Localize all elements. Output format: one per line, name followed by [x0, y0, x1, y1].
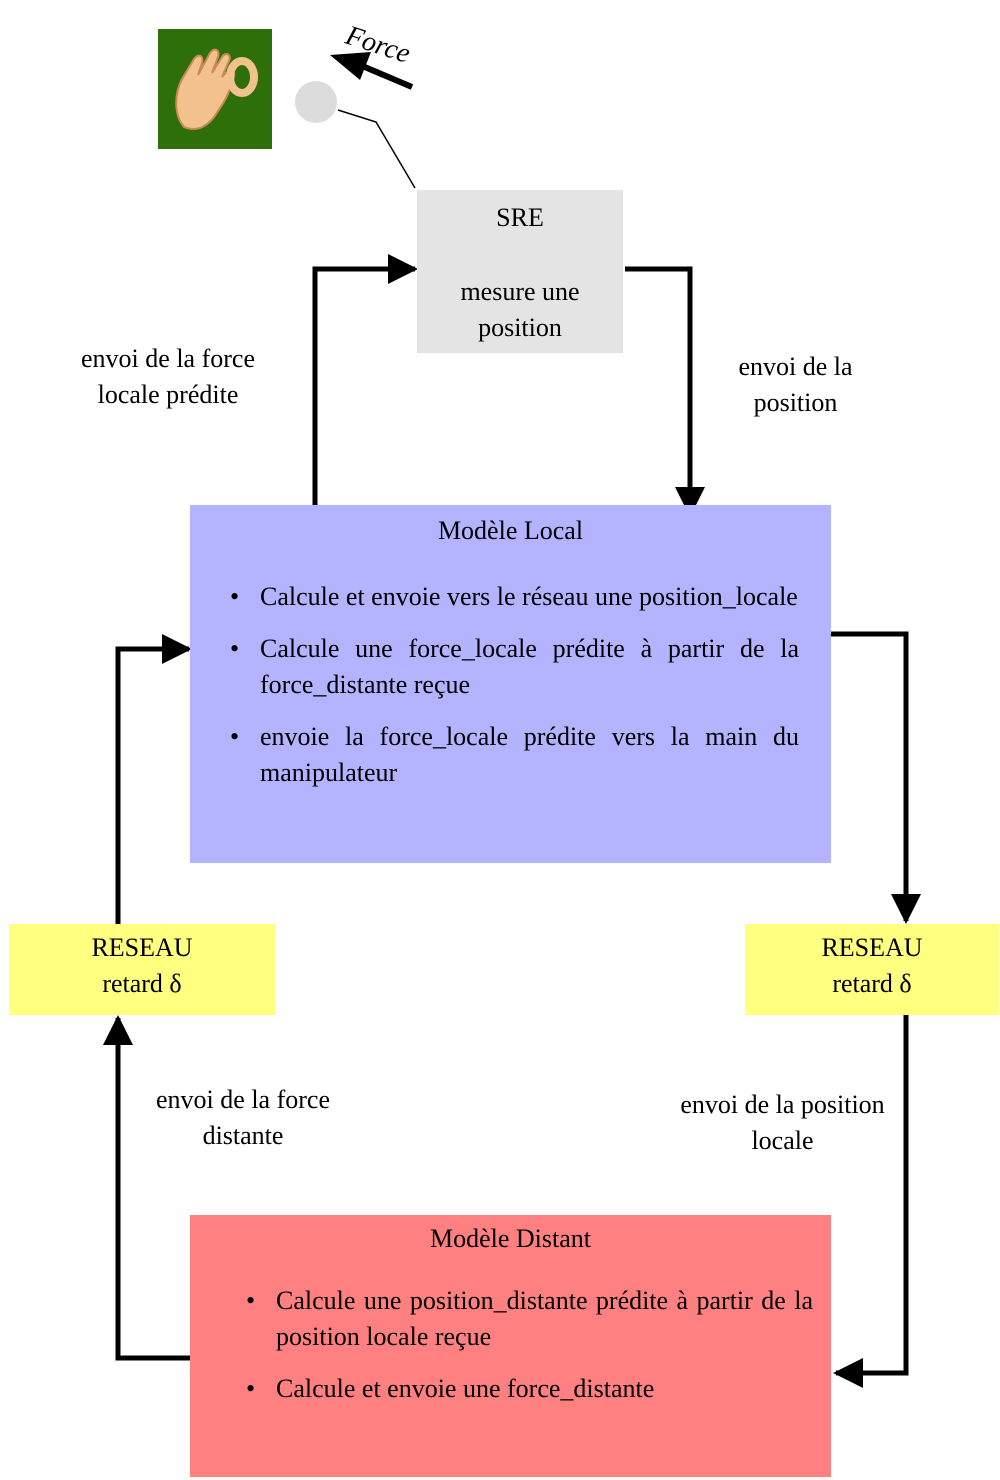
distant-model-box: Modèle Distant Calcule une position_dist… [190, 1215, 831, 1477]
distant-model-title: Modèle Distant [429, 1224, 592, 1253]
local-item: Calcule et envoie vers le réseau une pos… [226, 579, 799, 615]
local-model-list: Calcule et envoie vers le réseau une pos… [226, 579, 799, 791]
reseau-left-title: RESEAU [91, 933, 193, 962]
arrow-position-to-local [625, 266, 705, 517]
arrow-local-to-reseau-right [825, 631, 921, 924]
sre-text: mesure une position [460, 277, 580, 342]
reseau-right-delay: retard δ [832, 969, 912, 998]
distant-item: Calcule une position_distante prédite à … [242, 1283, 813, 1355]
label-position-locale: envoi de la position locale [680, 1090, 885, 1155]
local-model-box: Modèle Local Calcule et envoie vers le r… [190, 505, 831, 863]
reseau-right-title: RESEAU [821, 933, 923, 962]
label-force-locale: envoi de la force locale prédite [81, 344, 255, 409]
label-force-distante: envoi de la force distante [156, 1085, 330, 1150]
reseau-left-delay: retard δ [102, 969, 182, 998]
ball-icon [295, 81, 337, 123]
ball-link-line [337, 109, 416, 189]
label-position: envoi de la position [738, 352, 853, 417]
sre-box: SRE mesure une position [417, 190, 623, 353]
reseau-right-box: RESEAU retard δ [745, 924, 999, 1015]
local-model-title: Modèle Local [437, 516, 584, 545]
reseau-left-box: RESEAU retard δ [9, 924, 275, 1015]
local-item: envoie la force_locale prédite vers la m… [226, 719, 799, 791]
arrow-force-to-sre [312, 254, 418, 516]
distant-item: Calcule et envoie une force_distante [242, 1371, 813, 1407]
hand-icon [158, 29, 272, 149]
force-arrow-icon [330, 52, 414, 90]
arrow-distant-to-reseau-left [103, 1015, 196, 1361]
arrow-reseau-left-to-local [115, 634, 192, 924]
local-item: Calcule une force_locale prédite à parti… [226, 631, 799, 703]
distant-model-list: Calcule une position_distante prédite à … [242, 1283, 813, 1407]
arrow-reseau-right-to-distant [833, 1012, 909, 1388]
sre-title: SRE [496, 203, 544, 232]
